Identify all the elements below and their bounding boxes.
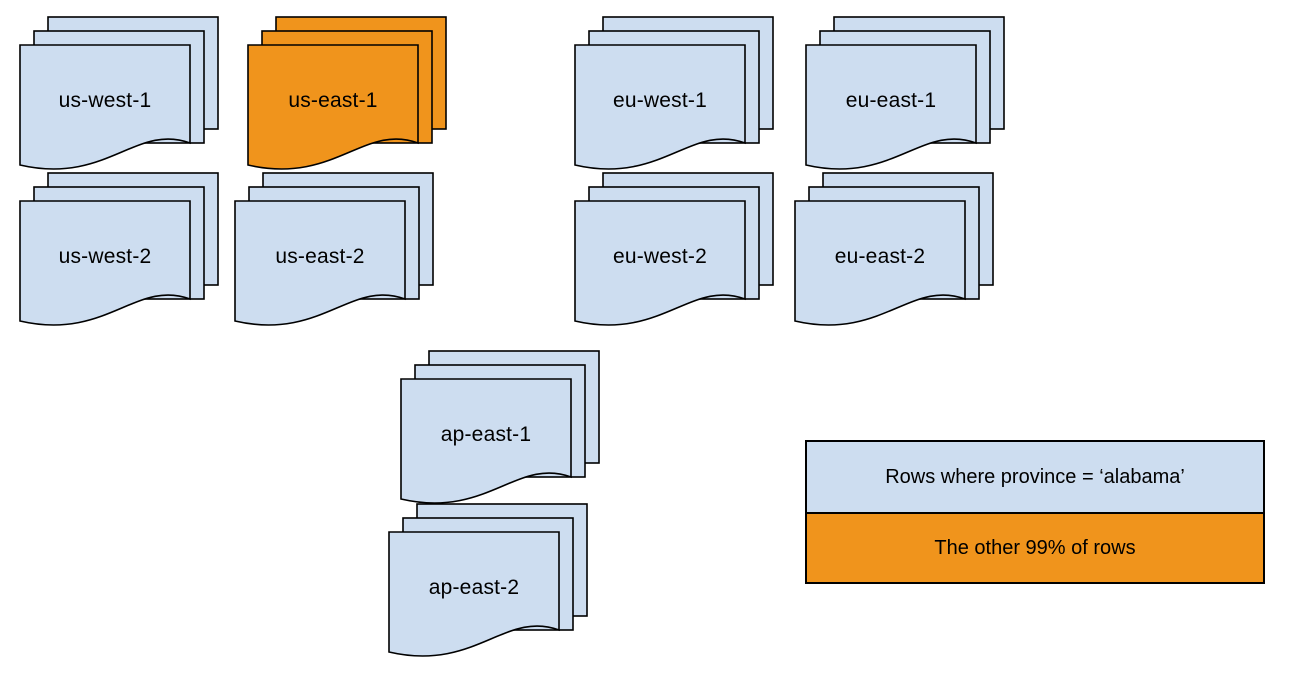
document-stack-icon	[247, 16, 447, 170]
region-stack-eu-west-1: eu-west-1	[571, 15, 781, 180]
region-stack-eu-east-1: eu-east-1	[802, 15, 1012, 180]
front-document-icon	[19, 44, 191, 170]
region-stack-ap-east-1: ap-east-1	[397, 349, 607, 514]
document-stack-icon	[794, 172, 994, 326]
front-document-icon	[19, 200, 191, 326]
document-stack-icon	[388, 503, 588, 657]
legend-row-other-rows: The other 99% of rows	[807, 512, 1263, 582]
front-document-icon	[794, 200, 966, 326]
document-stack-icon	[234, 172, 434, 326]
region-stack-us-east-1: us-east-1	[244, 15, 454, 180]
region-stack-eu-east-2: eu-east-2	[791, 171, 1001, 336]
front-document-icon	[247, 44, 419, 170]
front-document-icon	[574, 44, 746, 170]
document-stack-icon	[574, 172, 774, 326]
front-document-icon	[388, 531, 560, 657]
document-stack-icon	[574, 16, 774, 170]
region-stack-ap-east-2: ap-east-2	[385, 502, 595, 667]
front-document-icon	[234, 200, 406, 326]
legend: Rows where province = ‘alabama’The other…	[805, 440, 1265, 584]
document-stack-icon	[19, 172, 219, 326]
document-stack-icon	[19, 16, 219, 170]
region-stack-us-west-1: us-west-1	[16, 15, 226, 180]
document-stack-icon	[400, 350, 600, 504]
region-stack-eu-west-2: eu-west-2	[571, 171, 781, 336]
front-document-icon	[805, 44, 977, 170]
front-document-icon	[574, 200, 746, 326]
front-document-icon	[400, 378, 572, 504]
region-stack-us-east-2: us-east-2	[231, 171, 441, 336]
document-stack-icon	[805, 16, 1005, 170]
legend-row-alabama-rows: Rows where province = ‘alabama’	[807, 442, 1263, 512]
region-stack-us-west-2: us-west-2	[16, 171, 226, 336]
